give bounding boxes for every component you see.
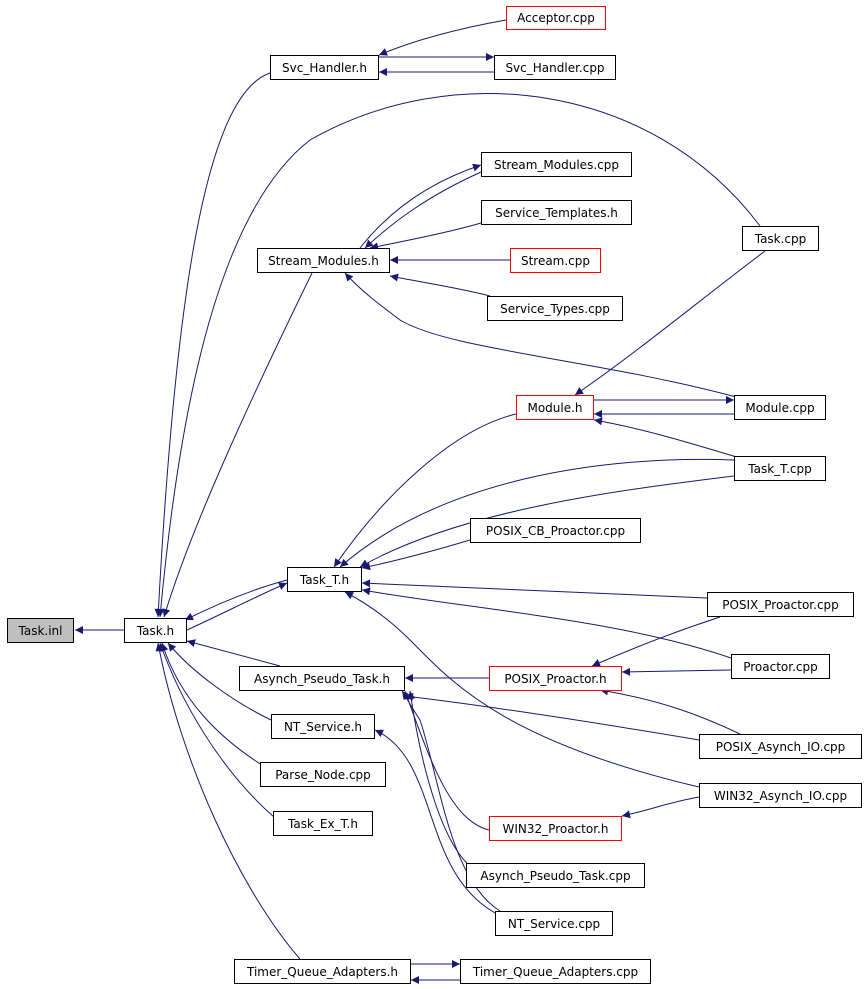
node-task-inl: Task.inl	[7, 618, 74, 643]
node-timer-queue-adapters-h[interactable]: Timer_Queue_Adapters.h	[234, 959, 411, 984]
node-svc-handler-h[interactable]: Svc_Handler.h	[270, 55, 379, 80]
node-posix-cb-proactor-cpp[interactable]: POSIX_CB_Proactor.cpp	[470, 518, 641, 543]
edge-proactor-cpp-to-task-t-h	[361, 587, 732, 659]
node-task-t-cpp[interactable]: Task_T.cpp	[734, 456, 826, 481]
node-label: POSIX_Proactor.h	[504, 671, 607, 686]
node-label: Task.cpp	[754, 231, 807, 246]
node-posix-proactor-cpp[interactable]: POSIX_Proactor.cpp	[707, 592, 854, 617]
edge-posix-asynch-io-cpp-to-asynch-pseudo-task-h	[404, 692, 700, 741]
node-module-h[interactable]: Module.h	[516, 395, 594, 420]
node-task-ex-t-h[interactable]: Task_Ex_T.h	[273, 811, 373, 836]
node-label: NT_Service.h	[283, 719, 363, 734]
edge-posix-asynch-io-cpp-to-posix-proactor-h	[599, 687, 741, 735]
node-task-cpp[interactable]: Task.cpp	[742, 226, 819, 251]
node-label: Task.inl	[18, 623, 63, 638]
node-label: Service_Types.cpp	[500, 301, 610, 316]
edge-asynch-pseudo-task-cpp-to-asynch-pseudo-task-h	[407, 690, 471, 867]
node-service-templates-h[interactable]: Service_Templates.h	[481, 200, 632, 225]
edge-stream-modules-cpp-to-stream-modules-h	[364, 171, 482, 249]
node-label: Svc_Handler.cpp	[505, 60, 605, 75]
edge-nt-service-cpp-to-nt-service-h	[374, 729, 496, 914]
node-nt-service-cpp[interactable]: NT_Service.cpp	[495, 911, 613, 936]
node-svc-handler-cpp[interactable]: Svc_Handler.cpp	[494, 55, 616, 80]
node-label: POSIX_Asynch_IO.cpp	[715, 739, 846, 754]
edge-svc-handler-h-to-task-h	[154, 72, 271, 618]
node-label: Task_T.h	[299, 572, 350, 587]
node-label: Acceptor.cpp	[517, 11, 595, 25]
edge-task-t-cpp-to-task-t-h-lower	[359, 475, 735, 568]
node-module-cpp[interactable]: Module.cpp	[734, 395, 826, 420]
node-proactor-cpp[interactable]: Proactor.cpp	[731, 654, 830, 679]
edge-service-templates-h-to-stream-modules-h	[369, 222, 482, 251]
node-task-h[interactable]: Task.h	[124, 618, 187, 643]
node-label: WIN32_Proactor.h	[502, 821, 609, 836]
node-label: Timer_Queue_Adapters.h	[246, 964, 398, 979]
node-service-types-cpp[interactable]: Service_Types.cpp	[487, 296, 623, 321]
edge-task-cpp-to-task-h	[156, 93, 761, 618]
edge-task-t-cpp-to-task-t-h	[339, 458, 735, 568]
node-label: Stream_Modules.h	[268, 253, 379, 268]
node-label: Module.cpp	[745, 400, 815, 415]
edge-proactor-cpp-to-posix-proactor-h	[621, 667, 732, 676]
node-acceptor-cpp[interactable]: Acceptor.cpp	[506, 6, 606, 30]
edge-task-h-to-task-t-h	[186, 582, 288, 631]
node-label: POSIX_Proactor.cpp	[722, 597, 839, 612]
edge-stream-modules-h-to-task-h	[162, 272, 313, 618]
node-win32-proactor-h[interactable]: WIN32_Proactor.h	[489, 816, 622, 841]
node-label: Asynch_Pseudo_Task.h	[254, 671, 390, 686]
node-label: Svc_Handler.h	[282, 60, 367, 75]
node-label: Asynch_Pseudo_Task.cpp	[480, 868, 631, 883]
node-label: WIN32_Asynch_IO.cpp	[713, 788, 848, 803]
node-stream-modules-cpp[interactable]: Stream_Modules.cpp	[481, 152, 632, 177]
node-parse-node-cpp[interactable]: Parse_Node.cpp	[260, 762, 386, 787]
edge-stream-modules-h-to-stream-modules-cpp	[359, 163, 482, 249]
node-posix-proactor-h[interactable]: POSIX_Proactor.h	[489, 666, 622, 691]
edge-service-types-cpp-to-stream-modules-h	[389, 273, 491, 297]
edge-module-h-to-task-t-h	[333, 413, 517, 568]
edge-posix-cb-proactor-cpp-to-task-t-h	[361, 539, 471, 571]
node-timer-queue-adapters-cpp[interactable]: Timer_Queue_Adapters.cpp	[460, 959, 651, 984]
node-label: Module.h	[527, 400, 583, 415]
edge-acceptor-cpp-to-svc-handler-h	[378, 19, 507, 56]
node-task-t-h[interactable]: Task_T.h	[287, 567, 362, 592]
node-label: Proactor.cpp	[743, 659, 818, 674]
edge-task-t-h-to-task-h	[184, 579, 288, 621]
node-label: Task.h	[136, 623, 175, 638]
edge-timer-queue-adapters-h-to-task-h	[155, 642, 301, 960]
node-label: Stream_Modules.cpp	[494, 157, 619, 172]
node-posix-asynch-io-cpp[interactable]: POSIX_Asynch_IO.cpp	[699, 734, 862, 759]
node-label: Timer_Queue_Adapters.cpp	[472, 964, 639, 979]
edge-posix-proactor-cpp-to-posix-proactor-h	[591, 616, 721, 667]
edge-nt-service-h-to-task-h	[167, 642, 272, 721]
node-asynch-pseudo-task-h[interactable]: Asynch_Pseudo_Task.h	[239, 666, 405, 691]
edge-posix-proactor-cpp-to-task-t-h	[361, 579, 708, 599]
edge-parse-node-cpp-to-task-h	[160, 642, 271, 771]
edge-task-ex-t-h-to-task-h	[158, 642, 276, 819]
edge-task-t-cpp-to-module-h	[593, 417, 741, 459]
edge-win32-asynch-io-cpp-to-task-t-h	[344, 591, 700, 788]
edge-win32-proactor-h-to-asynch-pseudo-task-h	[403, 690, 490, 831]
node-label: NT_Service.cpp	[507, 916, 601, 931]
edge-task-cpp-to-module-h	[574, 250, 766, 396]
edge-module-cpp-to-stream-modules-h	[344, 272, 741, 399]
node-nt-service-h[interactable]: NT_Service.h	[271, 714, 375, 739]
node-stream-cpp[interactable]: Stream.cpp	[510, 248, 601, 273]
node-label: Stream.cpp	[520, 253, 591, 268]
node-stream-modules-h[interactable]: Stream_Modules.h	[257, 248, 390, 273]
edge-win32-asynch-io-cpp-to-win32-proactor-h	[621, 796, 700, 819]
node-label: Service_Templates.h	[495, 205, 618, 220]
node-label: Parse_Node.cpp	[275, 767, 371, 782]
node-label: POSIX_CB_Proactor.cpp	[485, 523, 626, 538]
node-win32-asynch-io-cpp[interactable]: WIN32_Asynch_IO.cpp	[699, 783, 862, 808]
node-label: Task_T.cpp	[748, 461, 812, 476]
edge-asynch-pseudo-task-h-to-task-h	[186, 639, 281, 667]
node-asynch-pseudo-task-cpp[interactable]: Asynch_Pseudo_Task.cpp	[466, 863, 645, 888]
node-label: Task_Ex_T.h	[288, 816, 358, 831]
